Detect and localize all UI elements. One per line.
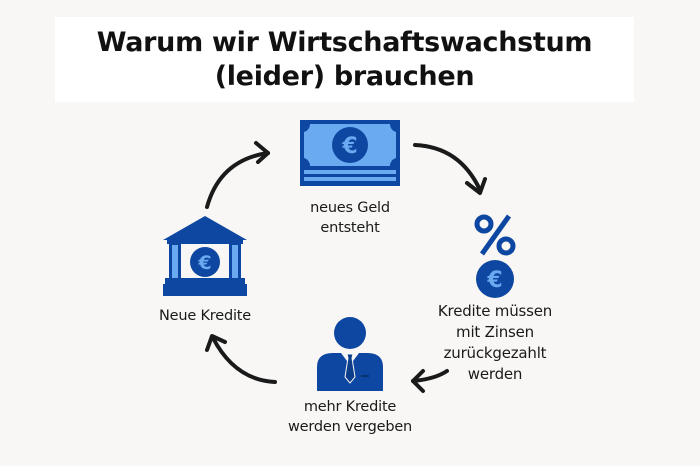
euro-coin-icon: € [476,260,514,298]
arrow-banker-to-bank [205,334,277,384]
node-interest-repayment: € Kredite müssen mit Zinsen zurückgezahl… [410,214,580,385]
title-line-2: (leider) brauchen [214,60,475,92]
node-new-loans: € Neue Kredite [140,216,270,326]
percent-icon [473,214,517,256]
svg-text:€: € [486,268,502,293]
label-new-loans: Neue Kredite [159,308,251,324]
title-line-1: Warum wir Wirtschaftswachstum [96,26,593,58]
label-new-money: neues Geld entsteht [310,200,390,236]
businessman-icon [317,317,383,391]
label-more-loans: mehr Kredite werden vergeben [287,399,413,435]
arrow-bank-to-money [205,141,270,209]
svg-text:€: € [197,252,211,274]
label-interest-repayment: Kredite müssen mit Zinsen zurückgezahlt … [437,302,553,383]
bank-euro-icon: € [163,216,247,296]
node-new-money: € neues Geld entsteht [272,120,428,238]
svg-text:€: € [341,134,357,159]
banknote-euro-icon: € [300,120,400,186]
title-banner: Warum wir Wirtschaftswachstum (leider) b… [55,17,634,102]
node-more-loans: mehr Kredite werden vergeben [262,317,438,437]
arrow-interest-to-banker [411,369,449,393]
arrow-money-to-interest [413,143,487,195]
